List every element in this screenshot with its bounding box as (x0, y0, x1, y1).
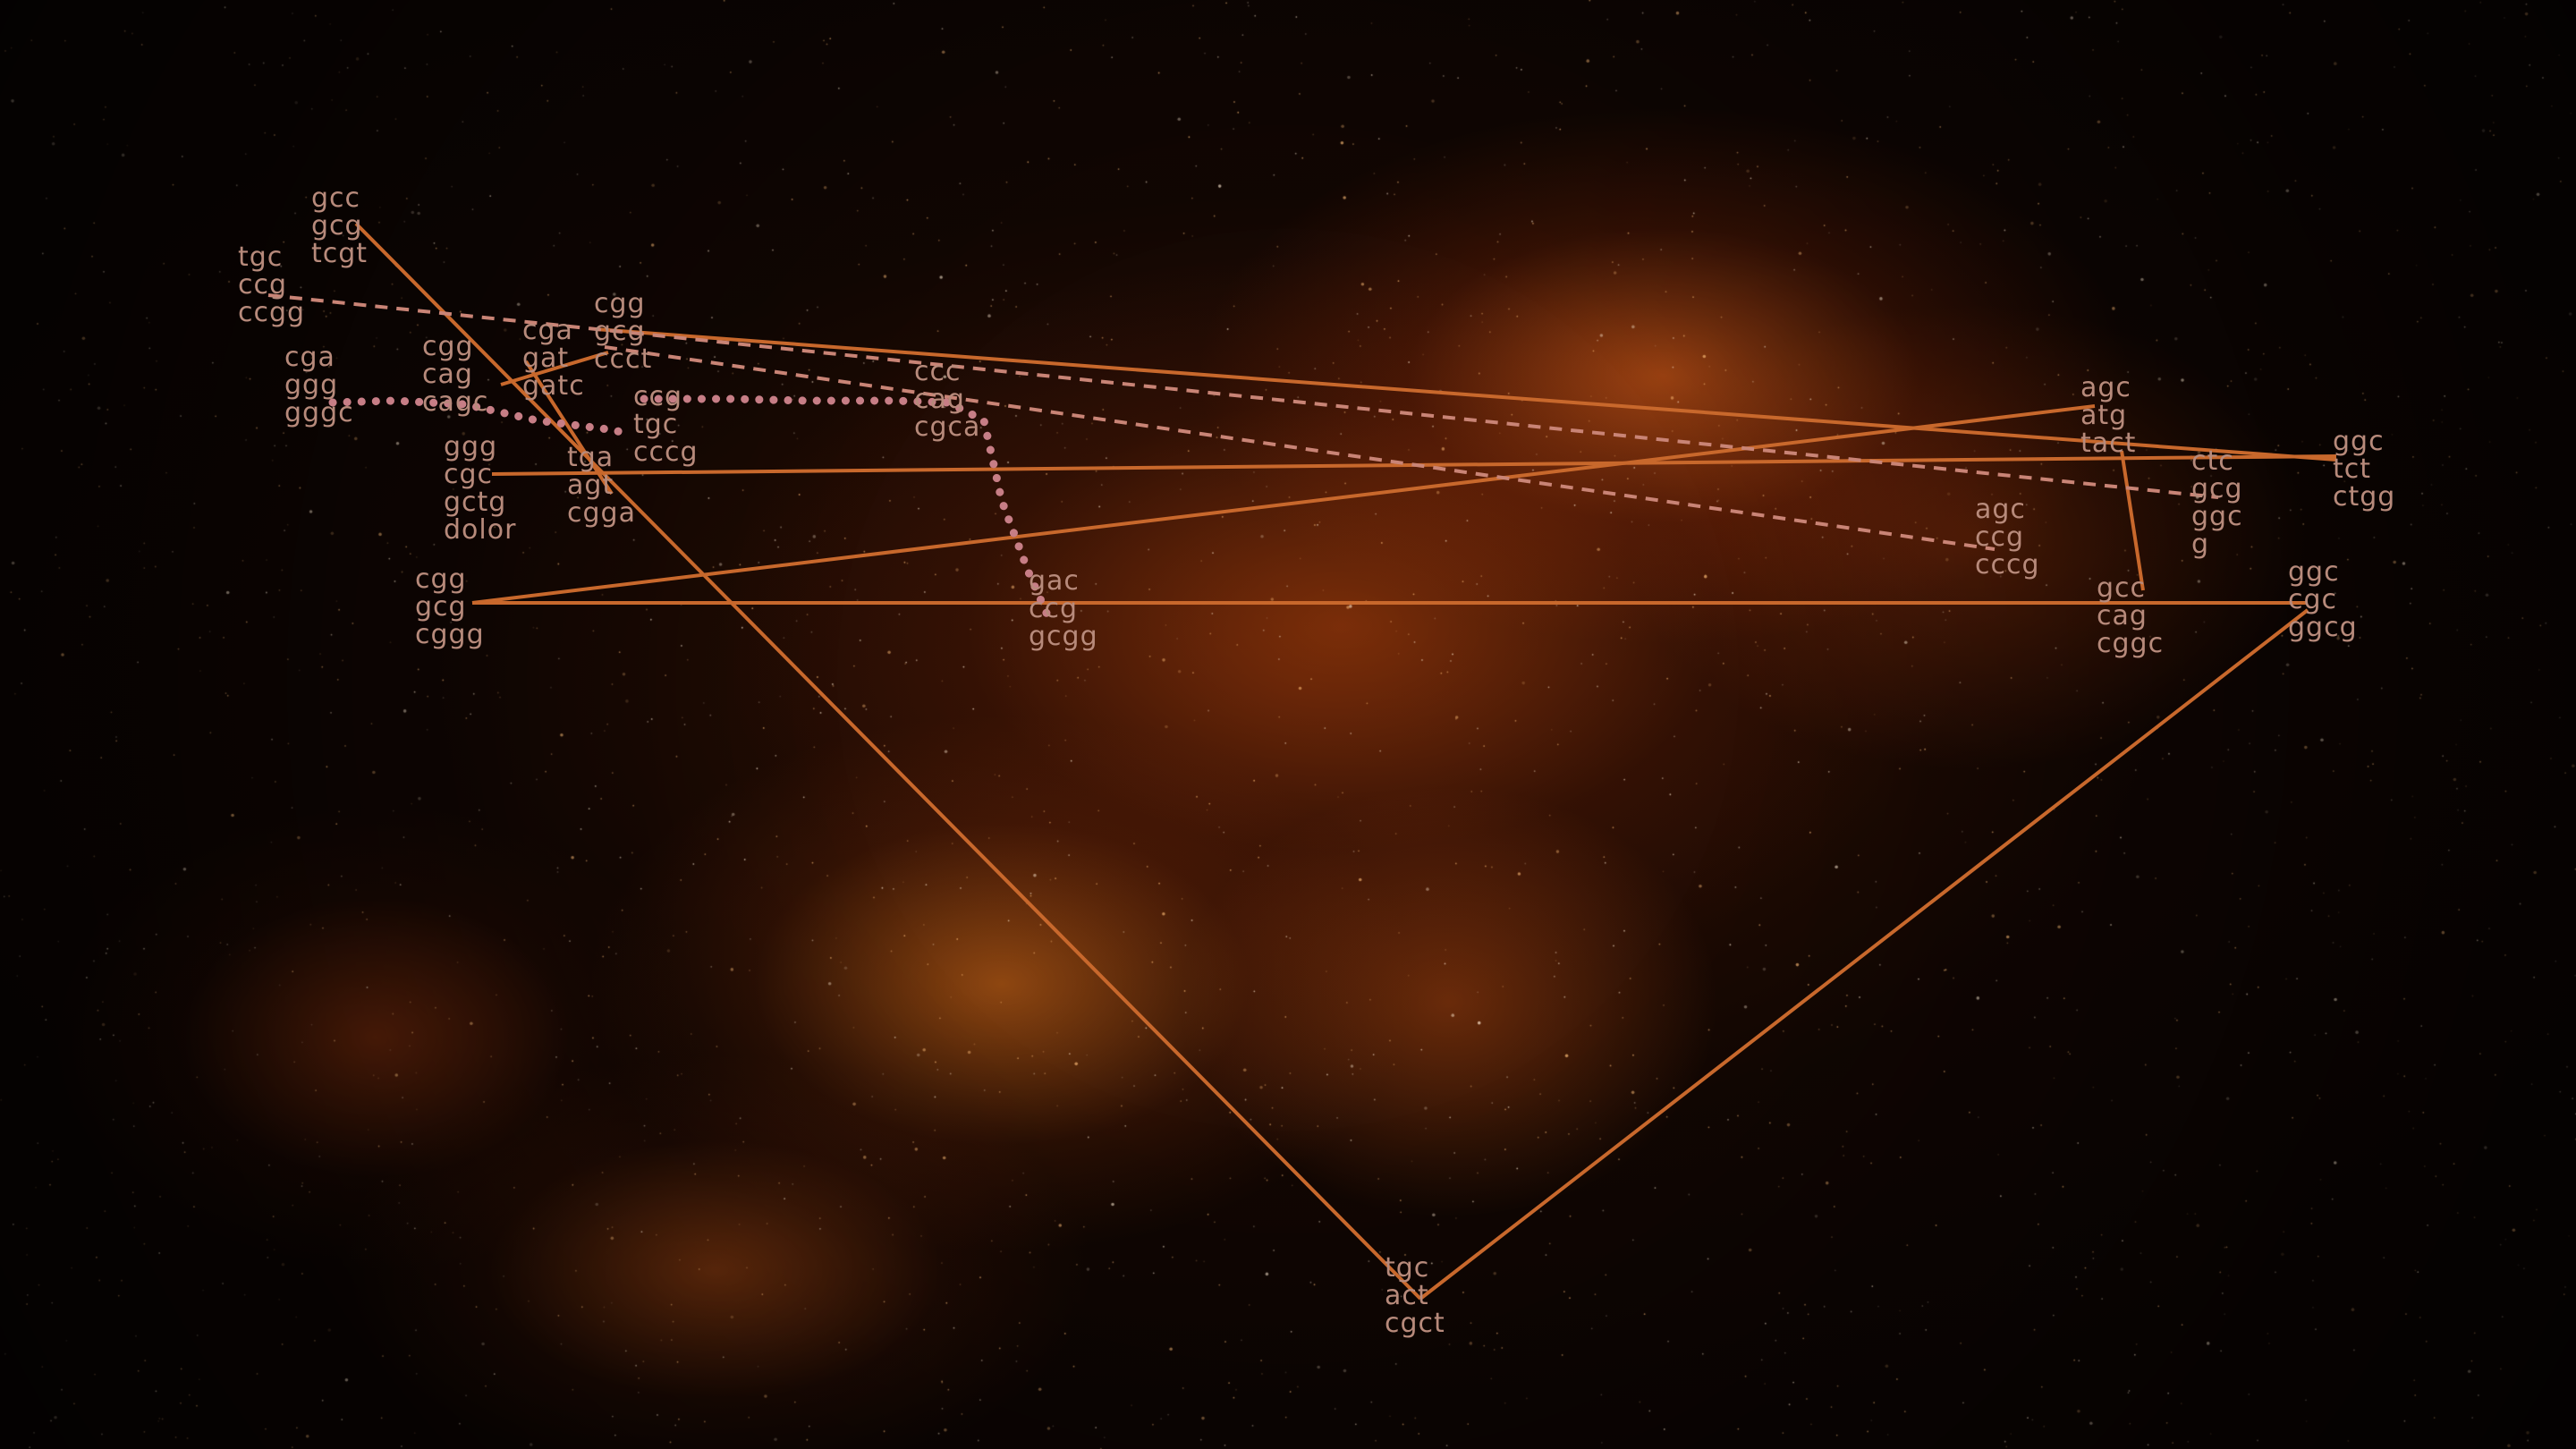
node-label[interactable]: ggg cgc gctg dolor (444, 433, 516, 544)
node-text: ggc (2191, 501, 2243, 532)
connection-line (595, 327, 2337, 462)
node-text: gcc (2097, 572, 2147, 604)
node-text: act (1385, 1280, 1429, 1311)
node-text: tga (567, 442, 614, 473)
node-text: cgg (594, 288, 646, 319)
node-text: tgc (238, 242, 284, 273)
dashed-connection-line (604, 345, 1996, 551)
node-text: gac (1029, 565, 1080, 597)
node-text: agc (1975, 494, 2026, 525)
node-text: ccg (633, 381, 683, 412)
node-label[interactable]: tgc ccg ccgg (238, 243, 305, 326)
node-text: ccc (914, 356, 962, 387)
node-text: gctg (444, 487, 507, 518)
node-text: gat (522, 343, 570, 374)
connection-line (524, 360, 614, 496)
node-label[interactable]: cgg cag cagc (422, 333, 488, 416)
connection-line (2120, 450, 2145, 591)
node-label[interactable]: gcc gcg tcgt (311, 184, 368, 267)
node-text: cag (422, 359, 473, 390)
node-text: gcg (594, 316, 646, 347)
node-text: ggcg (2288, 612, 2358, 643)
dotted-connection-line (328, 396, 631, 437)
node-text: g (2191, 529, 2210, 560)
node-text: cgc (444, 459, 494, 490)
connection-line (1419, 608, 2309, 1301)
node-text: cgg (422, 331, 474, 362)
node-text: cggg (415, 619, 485, 650)
node-text: cga (284, 342, 335, 373)
node-text: ggg (284, 369, 339, 401)
node-text: ccgg (238, 297, 306, 328)
node-text: cagc (422, 386, 489, 418)
node-text: cgga (567, 497, 636, 529)
node-text: ggc (2333, 426, 2385, 457)
node-label[interactable]: cgg gcg ccct (594, 290, 652, 373)
node-text: ctgg (2333, 481, 2396, 513)
node-label[interactable]: ctc gcg ggc g (2191, 447, 2243, 558)
node-label[interactable]: cgg gcg cggg (415, 565, 485, 648)
node-text: cccg (1975, 549, 2040, 580)
node-text: tct (2333, 453, 2372, 485)
node-text: cag (914, 384, 965, 415)
node-text: cgct (1385, 1308, 1445, 1339)
node-text: gcg (415, 591, 467, 623)
node-text: cgg (415, 564, 467, 595)
dashed-connection-line (267, 293, 2219, 499)
node-text: cga (522, 315, 573, 346)
node-label[interactable]: cga ggg gggc (284, 343, 354, 427)
node-label[interactable]: agc ccg cccg (1975, 496, 2040, 579)
node-text: agt (567, 470, 614, 501)
node-label[interactable]: gcc cag cggc (2097, 574, 2164, 657)
node-label[interactable]: cga gat gatc (522, 317, 585, 400)
node-text: ggc (2288, 556, 2340, 588)
node-text: tgc (633, 409, 679, 440)
node-label[interactable]: ggc tct ctgg (2333, 428, 2395, 511)
node-text: gcc (311, 182, 361, 214)
node-text: tcgt (311, 238, 369, 269)
node-label[interactable]: ggc cgc ggcg (2288, 558, 2358, 641)
node-text: ccg (1975, 521, 2025, 553)
node-text: gcg (2191, 473, 2243, 504)
dotted-connection-line (640, 394, 1053, 622)
node-text: cggc (2097, 628, 2165, 659)
node-text: ctc (2191, 445, 2234, 477)
connection-line (500, 351, 609, 386)
node-text: gggc (284, 397, 354, 428)
node-label[interactable]: ccg tgc cccg (633, 383, 699, 466)
node-text: ccg (238, 269, 288, 301)
node-text: atg (2080, 400, 2128, 431)
node-text: gcgg (1029, 621, 1098, 652)
node-text: cccg (633, 436, 699, 468)
node-text: gcg (311, 210, 363, 242)
node-label[interactable]: agc atg tact (2080, 374, 2136, 457)
node-text: cag (2097, 600, 2148, 631)
node-text: tact (2080, 428, 2137, 459)
node-label[interactable]: tgc act cgct (1385, 1254, 1445, 1337)
node-label[interactable]: ccc cag cgca (914, 358, 980, 441)
node-label[interactable]: gac ccg gcgg (1029, 567, 1098, 650)
connection-line (354, 222, 1422, 1301)
node-text: gatc (522, 370, 585, 402)
node-text: ggg (444, 431, 498, 462)
node-label[interactable]: tga agt cgga (567, 444, 636, 527)
node-text: agc (2080, 372, 2131, 403)
node-text: cgca (914, 411, 981, 443)
node-text: dolor (444, 514, 517, 546)
node-text: tgc (1385, 1252, 1430, 1284)
node-text: cgc (2288, 584, 2338, 615)
node-text: ccct (594, 343, 653, 375)
connection-line (471, 404, 2096, 605)
node-text: ccg (1029, 593, 1079, 624)
